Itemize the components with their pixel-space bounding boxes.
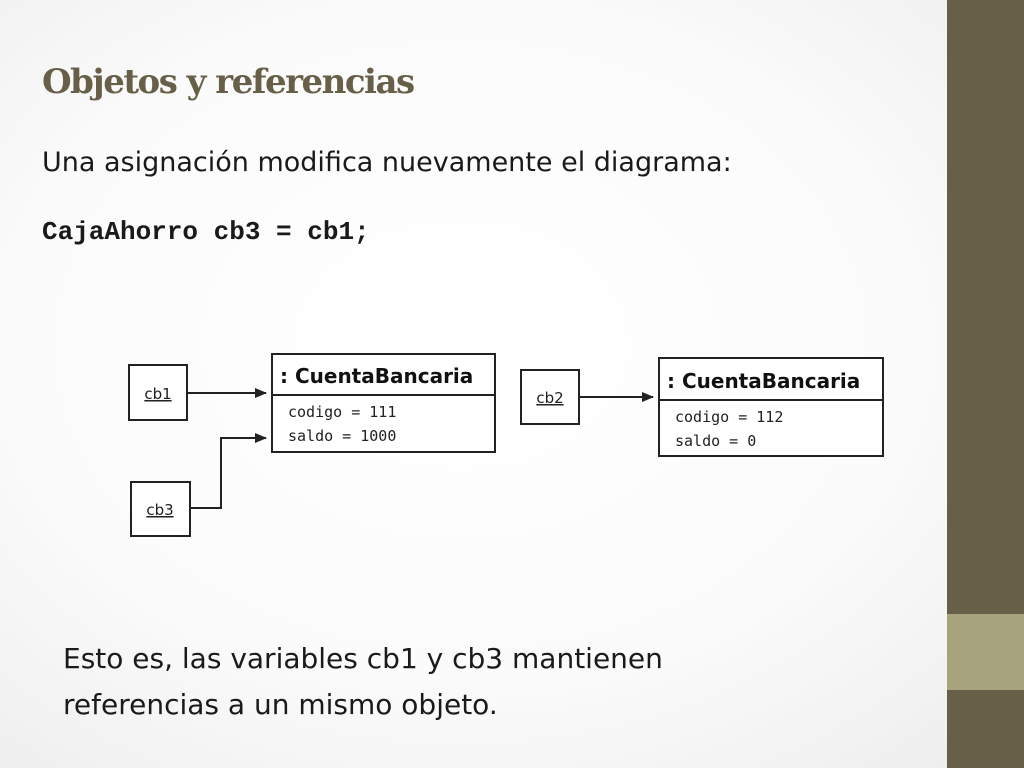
slide-title: Objetos y referencias: [42, 62, 415, 102]
object-2-attr-saldo: saldo = 0: [675, 432, 756, 450]
object-1-header: : CuentaBancaria: [280, 364, 473, 388]
variable-cb2-box: [520, 369, 580, 425]
variable-cb2-label: cb2: [536, 389, 563, 407]
object-cuentabancaria-1: : CuentaBancaria codigo = 111 saldo = 10…: [271, 353, 496, 453]
variable-cb3-label: cb3: [146, 501, 173, 519]
object-cuentabancaria-2: : CuentaBancaria codigo = 112 saldo = 0: [658, 357, 884, 457]
arrow-cb3-to-object-1: [190, 433, 267, 509]
object-2-header: : CuentaBancaria: [667, 369, 860, 393]
intro-text: Una asignación modifica nuevamente el di…: [42, 147, 732, 178]
variable-cb3-box: [130, 481, 191, 537]
conclusion-text: Esto es, las variables cb1 y cb3 mantien…: [63, 636, 663, 728]
conclusion-line-2: referencias a un mismo objeto.: [63, 688, 498, 721]
code-statement: CajaAhorro cb3 = cb1;: [42, 217, 370, 247]
sidebar-accent-band: [947, 614, 1024, 690]
object-reference-diagram: cb1 cb3 : CuentaBancaria codigo = 111 sa…: [128, 353, 884, 537]
variable-cb1-box: [128, 364, 188, 421]
object-2-attr-codigo: codigo = 112: [675, 408, 783, 426]
variable-cb1: cb1: [128, 364, 188, 421]
object-1-box: [271, 353, 496, 453]
variable-cb2: cb2: [520, 369, 580, 425]
variable-cb1-label: cb1: [144, 385, 171, 403]
object-1-attr-codigo: codigo = 111: [288, 403, 396, 421]
variable-cb3: cb3: [130, 481, 191, 537]
object-2-box: [658, 357, 884, 457]
conclusion-line-1: Esto es, las variables cb1 y cb3 mantien…: [63, 642, 663, 675]
object-1-attr-saldo: saldo = 1000: [288, 427, 396, 445]
